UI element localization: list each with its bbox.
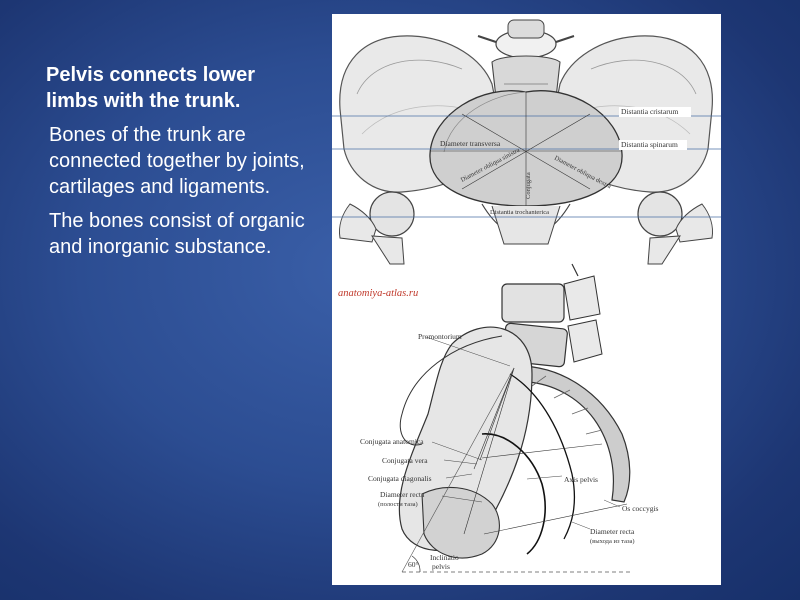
label-angle-60: 60° xyxy=(408,560,419,569)
slide-paragraph-joints: Bones of the trunk are connected togethe… xyxy=(49,124,305,198)
label-promontorium: Promontorium xyxy=(418,332,462,341)
label-distantia-trochanterica: Distantia trochanterica xyxy=(490,209,549,216)
label-diameter-recta-outlet-sub: (выхода из таза) xyxy=(590,538,635,545)
label-conjugata: Conjugata xyxy=(525,172,532,199)
pelvis-illustration: Distantia cristarum Distantia spinarum D… xyxy=(332,19,721,573)
label-diameter-recta-cavity: Diameter recta xyxy=(380,490,425,499)
label-inclinatio: Inclinatio xyxy=(430,553,459,562)
label-distantia-spinarum: Distantia spinarum xyxy=(621,140,678,149)
watermark-text: anatomiya-atlas.ru xyxy=(338,288,418,299)
label-axis-pelvis: Axis pelvis xyxy=(564,475,598,484)
label-conjugata-anatomica: Conjugata anatomica xyxy=(360,437,424,446)
label-diameter-recta-cavity-sub: (полости таза) xyxy=(378,501,418,508)
pelvis-sagittal-view: anatomiya-atlas.ru xyxy=(338,263,659,573)
label-diameter-recta-outlet: Diameter recta xyxy=(590,527,635,536)
anatomy-image-panel: Distantia cristarum Distantia spinarum D… xyxy=(332,14,721,585)
pelvis-front-view: Distantia cristarum Distantia spinarum D… xyxy=(332,19,721,265)
label-os-coccygis: Os coccygis xyxy=(622,504,659,513)
slide-text-block: Pelvis connects lower limbs with the tru… xyxy=(46,62,308,268)
label-distantia-cristarum: Distantia cristarum xyxy=(621,107,678,116)
slide-paragraph-substance: The bones consist of organic and inorgan… xyxy=(49,210,305,258)
label-conjugata-vera: Conjugata vera xyxy=(382,456,428,465)
slide-heading: Pelvis connects lower limbs with the tru… xyxy=(46,64,255,112)
label-inclinatio-pelvis: pelvis xyxy=(432,562,450,571)
label-conjugata-diagonalis: Conjugata diagonalis xyxy=(368,474,432,483)
label-diameter-transversa: Diameter transversa xyxy=(440,139,501,148)
